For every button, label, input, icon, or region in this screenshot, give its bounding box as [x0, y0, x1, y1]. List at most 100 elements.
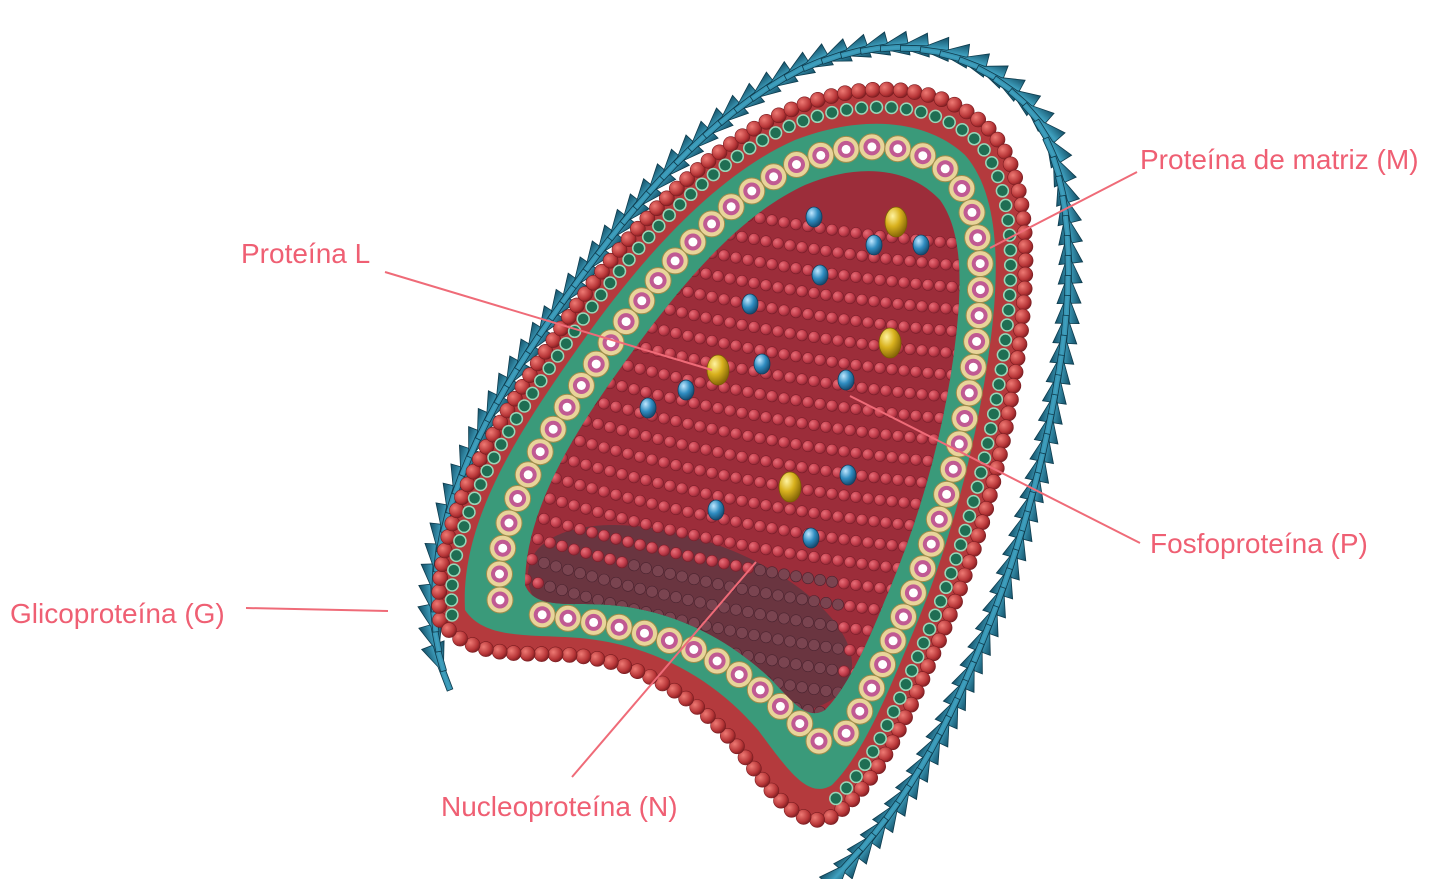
nucleoprotein-bead — [580, 547, 591, 558]
nucleoprotein-bead — [946, 325, 957, 336]
nucleoprotein-bead — [712, 623, 723, 634]
nucleoprotein-bead — [682, 330, 693, 341]
green-bead — [674, 199, 686, 211]
matrix-protein-ring — [885, 136, 911, 162]
membrane-bead — [979, 501, 994, 516]
nucleoprotein-bead — [862, 581, 873, 592]
green-bead — [595, 289, 607, 301]
nucleoprotein-bead — [718, 338, 729, 349]
nucleoprotein-bead — [688, 398, 699, 409]
nucleoprotein-bead — [700, 312, 711, 323]
nucleoprotein-bead — [532, 666, 543, 677]
green-bead — [968, 496, 980, 508]
green-bead — [663, 209, 675, 221]
nucleoprotein-bead — [760, 324, 771, 335]
matrix-protein-ring — [859, 675, 885, 701]
nucleoprotein-bead — [982, 680, 993, 691]
membrane-bead — [966, 542, 981, 557]
nucleoprotein-bead — [790, 615, 801, 626]
nucleoprotein-bead — [658, 589, 669, 600]
nucleoprotein-bead — [844, 513, 855, 524]
nucleoprotein-bead — [580, 503, 591, 514]
nucleoprotein-bead — [742, 430, 753, 441]
nucleoprotein-bead — [658, 501, 669, 512]
green-bead — [783, 120, 795, 132]
nucleoprotein-bead — [526, 246, 537, 257]
nucleoprotein-bead — [892, 430, 903, 441]
nucleoprotein-bead — [622, 184, 633, 195]
nucleoprotein-bead — [616, 557, 627, 568]
green-bead — [841, 782, 853, 794]
matrix-protein-ring — [956, 380, 982, 406]
nucleoprotein-bead — [850, 271, 861, 282]
nucleoprotein-bead — [568, 588, 579, 599]
nucleoprotein-bead — [826, 620, 837, 631]
membrane-bead — [971, 528, 986, 543]
nucleoprotein-bead — [628, 472, 639, 483]
nucleoprotein-bead — [580, 459, 591, 470]
membrane-bead — [433, 571, 448, 586]
nucleoprotein-bead — [850, 579, 861, 590]
matrix-protein-ring — [568, 373, 594, 399]
nucleoprotein-bead — [844, 249, 855, 260]
nucleoprotein-bead — [826, 400, 837, 411]
nucleoprotein-bead — [538, 557, 549, 568]
nucleoprotein-bead — [880, 429, 891, 440]
nucleoprotein-bead — [604, 686, 615, 697]
nucleoprotein-bead — [796, 682, 807, 693]
nucleoprotein-bead — [616, 469, 627, 480]
nucleoprotein-bead — [586, 527, 597, 538]
nucleoprotein-bead — [748, 278, 759, 289]
nucleoprotein-bead — [778, 613, 789, 624]
nucleoprotein-bead — [940, 655, 951, 666]
nucleoprotein-bead — [544, 537, 555, 548]
nucleoprotein-bead — [724, 449, 735, 460]
nucleoprotein-bead — [850, 535, 861, 546]
nucleoprotein-bead — [742, 474, 753, 485]
nucleoprotein-bead — [664, 568, 675, 579]
nucleoprotein-bead — [562, 564, 573, 575]
nucleoprotein-bead — [976, 745, 987, 756]
green-bead — [950, 553, 962, 565]
green-bead — [826, 107, 838, 119]
green-bead — [856, 102, 868, 114]
nucleoprotein-bead — [988, 526, 999, 537]
nucleoprotein-bead — [814, 354, 825, 365]
nucleoprotein-bead — [754, 609, 765, 620]
membrane-bead — [1016, 211, 1031, 226]
matrix-protein-ring — [656, 628, 682, 654]
membrane-bead — [630, 664, 645, 679]
nucleoprotein-bead — [808, 332, 819, 343]
green-bead — [963, 510, 975, 522]
membrane-bead — [442, 623, 457, 638]
nucleoprotein-bead — [904, 432, 915, 443]
green-bead — [995, 364, 1007, 376]
nucleoprotein-bead — [820, 509, 831, 520]
green-bead — [510, 413, 522, 425]
matrix-protein-ring — [761, 164, 787, 190]
nucleoprotein-bead — [550, 165, 561, 176]
nucleoprotein-bead — [886, 364, 897, 375]
nucleoprotein-bead — [610, 401, 621, 412]
nucleoprotein-bead — [646, 366, 657, 377]
membrane-bead — [1015, 309, 1030, 324]
nucleoprotein-bead — [676, 571, 687, 582]
green-bead — [770, 127, 782, 139]
green-bead — [830, 793, 842, 805]
nucleoprotein-bead — [562, 168, 573, 179]
membrane-bead — [548, 647, 563, 662]
nucleoprotein-bead — [904, 300, 915, 311]
nucleoprotein-bead — [778, 217, 789, 228]
nucleoprotein-bead — [796, 594, 807, 605]
matrix-protein-ring — [918, 531, 944, 557]
nucleoprotein-bead — [946, 633, 957, 644]
nucleoprotein-bead — [796, 638, 807, 649]
nucleoprotein-bead — [748, 410, 759, 421]
nucleoprotein-bead — [808, 507, 819, 518]
matrix-protein-ring — [554, 394, 580, 420]
green-bead — [731, 151, 743, 163]
nucleoprotein-bead — [574, 568, 585, 579]
matrix-protein-ring — [965, 225, 991, 251]
nucleoprotein-bead — [838, 666, 849, 677]
nucleoprotein-bead — [700, 488, 711, 499]
